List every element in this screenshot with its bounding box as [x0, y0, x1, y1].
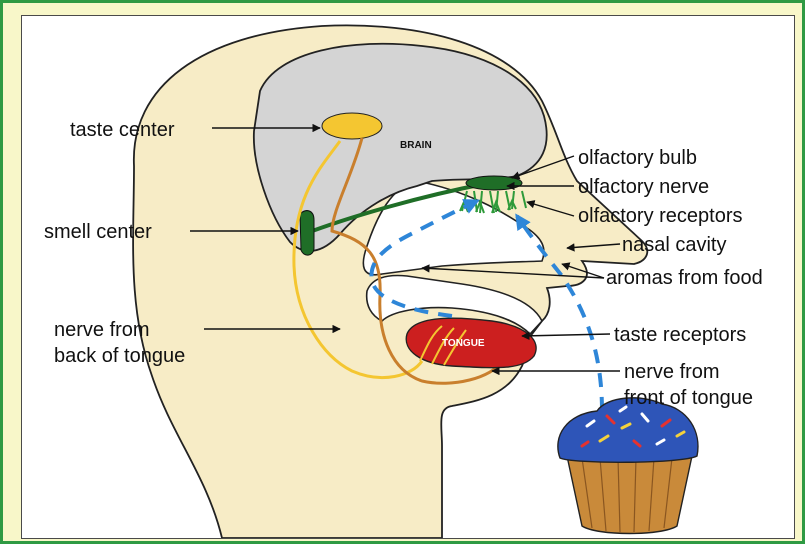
label-olfactory-receptors: olfactory receptors: [578, 205, 743, 227]
label-nerve-back-line1: nerve from: [54, 319, 150, 341]
label-smell-center: smell center: [44, 221, 152, 243]
head-diagram: BRAIN TONGUE: [22, 16, 794, 538]
label-nasal-cavity: nasal cavity: [622, 234, 727, 256]
label-nerve-back-line2: back of tongue: [54, 345, 185, 367]
label-olfactory-bulb: olfactory bulb: [578, 147, 697, 169]
diagram-panel: BRAIN TONGUE: [21, 15, 795, 539]
label-nerve-front-line1: nerve from: [624, 361, 720, 383]
cupcake: [558, 398, 698, 534]
label-nerve-front-line2: front of tongue: [624, 387, 753, 409]
smell-center: [300, 211, 314, 255]
label-aromas-from-food: aromas from food: [606, 267, 763, 289]
label-taste-receptors: taste receptors: [614, 324, 746, 346]
brain-label: BRAIN: [400, 140, 432, 151]
cupcake-wrapper: [567, 456, 692, 534]
tongue-label: TONGUE: [442, 338, 485, 349]
label-taste-center: taste center: [70, 119, 175, 141]
label-olfactory-nerve: olfactory nerve: [578, 176, 709, 198]
taste-center: [322, 113, 382, 139]
